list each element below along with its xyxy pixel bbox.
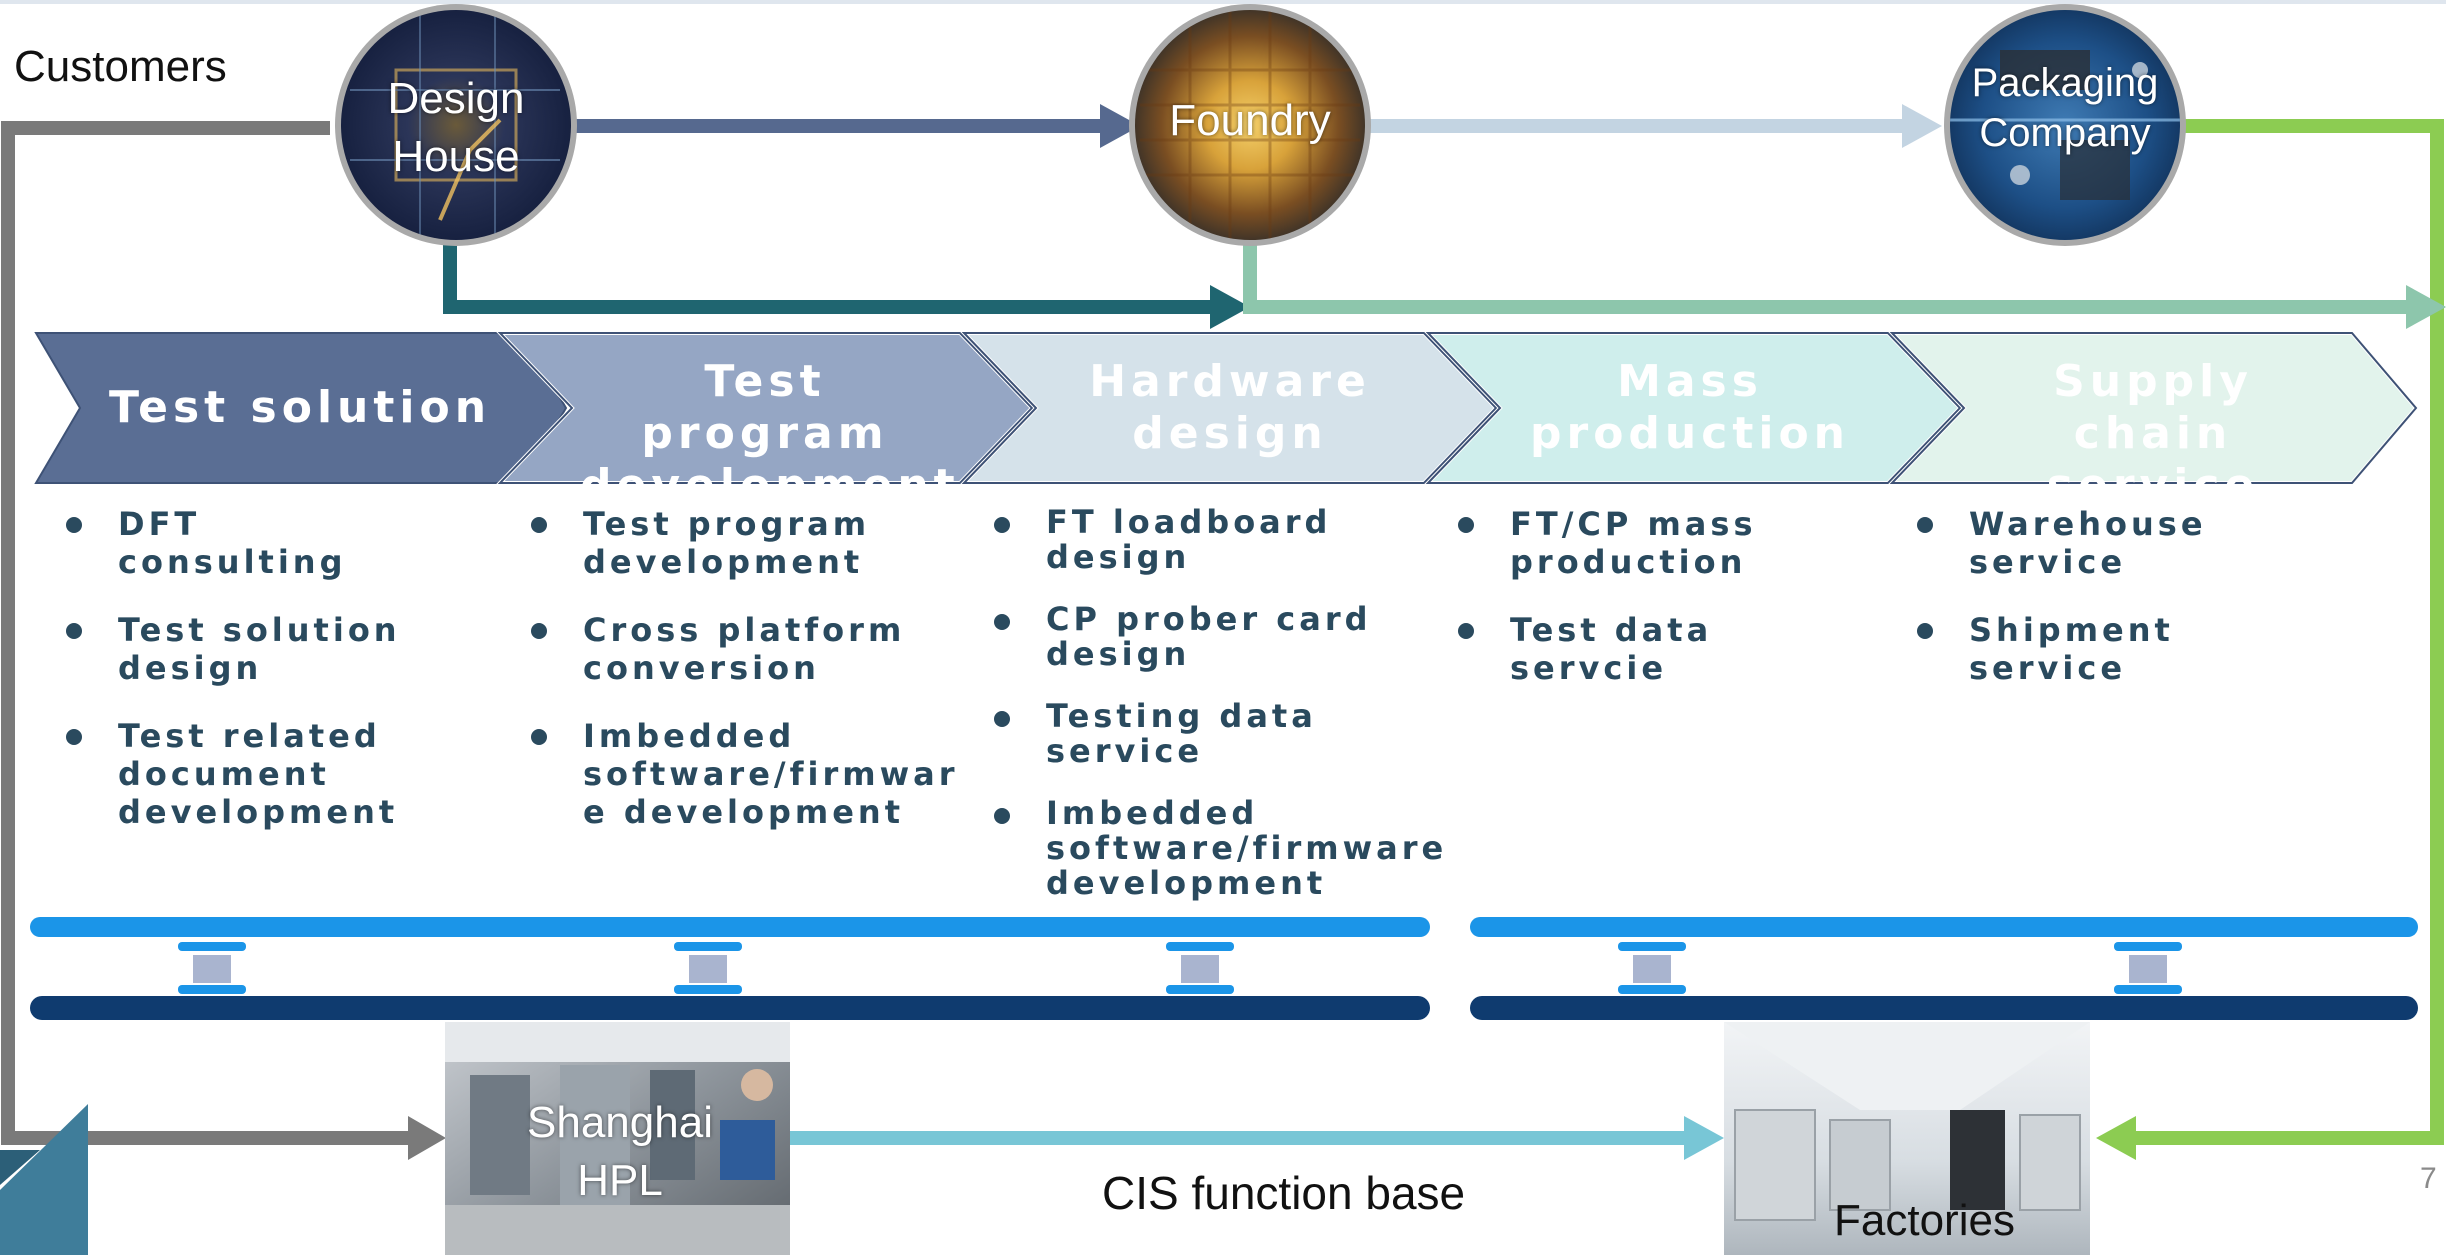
arrow-head-packaging <box>1902 104 1942 148</box>
list-item: FT loadboard design <box>988 505 1428 575</box>
packaging-label: Packaging Company <box>1971 61 2159 155</box>
stage-title-test-program: Test program development <box>580 356 960 511</box>
shanghai-photo <box>445 1022 790 1255</box>
factories-label: Factories <box>1834 1196 2015 1245</box>
foundry-label: Foundry <box>1169 96 1331 145</box>
list-item: FT/CP mass production <box>1452 505 1872 581</box>
arrow-head-shanghai <box>408 1116 446 1160</box>
list-item: Testing data service <box>988 699 1428 769</box>
stage-title-test-solution: Test solution <box>108 382 492 433</box>
pillar-1 <box>178 942 246 994</box>
platform-bar-bottom-left <box>30 996 1430 1020</box>
platform-bar-top-right <box>1470 917 2418 937</box>
items-test-solution: DFT consulting Test solution design Test… <box>60 505 440 861</box>
platform-bar-top-left <box>30 917 1430 937</box>
shanghai-label: Shanghai HPL <box>527 1098 713 1205</box>
arrow-head-cis <box>1684 1116 1724 1160</box>
arrow-customers-to-shanghai <box>1 121 430 1145</box>
list-item: Test data servcie <box>1452 611 1872 687</box>
items-hardware: FT loadboard design CP prober card desig… <box>988 505 1443 928</box>
pillar-4 <box>1618 942 1686 994</box>
top-border <box>0 0 2446 4</box>
customers-label: Customers <box>14 42 227 91</box>
stage-title-supply-chain: Supply chain service <box>2046 356 2260 511</box>
stage-title-hardware: Hardware design <box>1089 356 1371 459</box>
corner-decoration <box>0 1104 88 1255</box>
cis-function-base-label: CIS function base <box>1102 1167 1466 1219</box>
list-item: Warehouse service <box>1911 505 2331 581</box>
arrow-head-factories <box>2096 1116 2136 1160</box>
list-item: Test solution design <box>60 611 440 687</box>
list-item: Shipment service <box>1911 611 2331 687</box>
factories-photo <box>1724 1022 2090 1255</box>
packaging-node <box>1944 4 2186 246</box>
pillar-5 <box>2114 942 2182 994</box>
list-item: DFT consulting <box>60 505 440 581</box>
items-mass-production: FT/CP mass production Test data servcie <box>1452 505 1872 717</box>
arrow-design-direct <box>443 236 1220 314</box>
platform-bar-bottom-right <box>1470 996 2418 1020</box>
design-house-node <box>335 4 577 246</box>
arrow-head-design-direct <box>1210 285 1250 329</box>
list-item: Imbedded software/firmwar e development <box>525 717 955 831</box>
list-item: Imbedded software/firmware development <box>988 796 1443 901</box>
stage-title-mass-production: Mass production <box>1530 356 1850 459</box>
items-supply-chain: Warehouse service Shipment service <box>1911 505 2331 717</box>
foundry-node <box>1129 4 1371 246</box>
arrow-packaging-to-factories <box>2130 119 2444 1145</box>
pillar-2 <box>674 942 742 994</box>
design-house-label: Design House <box>387 74 525 181</box>
list-item: Test related document development <box>60 717 440 831</box>
arrow-foundry-direct <box>1243 236 2418 314</box>
pillar-3 <box>1166 942 1234 994</box>
list-item: CP prober card design <box>988 602 1428 672</box>
arrow-head-foundry-direct <box>2406 285 2446 329</box>
page-number: 7 <box>2420 1162 2437 1195</box>
arrow-head-foundry <box>1100 104 1140 148</box>
list-item: Cross platform conversion <box>525 611 945 687</box>
list-item: Test program development <box>525 505 945 581</box>
items-test-program: Test program development Cross platform … <box>525 505 955 861</box>
